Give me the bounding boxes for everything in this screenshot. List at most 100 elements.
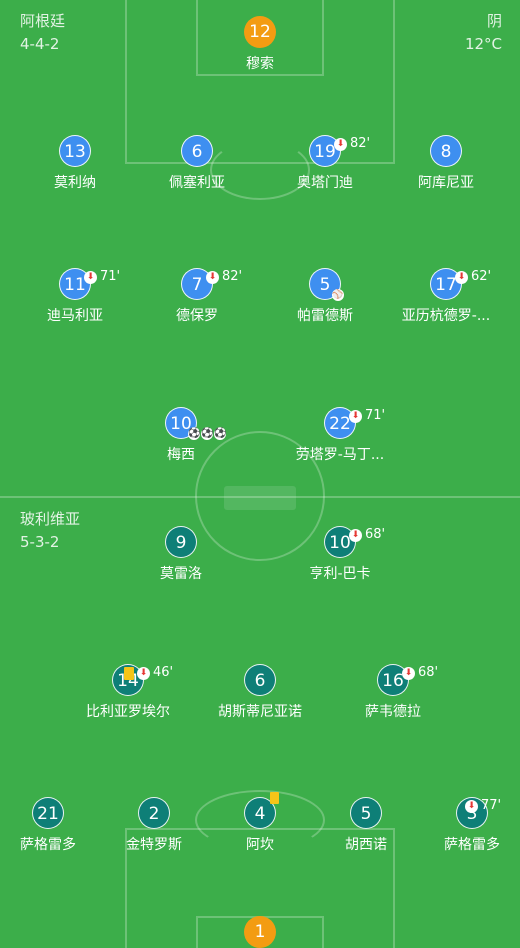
player-number: 17 ⬇62' [430, 268, 491, 300]
player-home-defender[interactable]: 8 阿库尼亚 [386, 135, 506, 192]
player-name: 迪马利亚 [47, 308, 103, 324]
center-circle [195, 431, 325, 561]
player-name: 胡斯蒂尼亚诺 [218, 704, 302, 720]
player-name: 梅西 [167, 447, 195, 463]
player-away-midfielder[interactable]: 16 ⬇68' 萨韦德拉 [333, 664, 453, 721]
substitution-badge: ⬇71' [349, 400, 385, 432]
arrow-down-icon: ⬇ [455, 270, 468, 284]
player-number: 12 [244, 16, 276, 48]
substitution-badge: ⬇62' [455, 261, 491, 293]
player-home-forward[interactable]: 22 ⬇71' 劳塔罗-马丁... [280, 407, 400, 464]
player-number: 11 ⬇71' [59, 268, 120, 300]
player-name: 阿坎 [246, 837, 274, 853]
player-name: 比利亚罗埃尔 [86, 704, 170, 720]
yellow-card-icon [270, 792, 279, 804]
assist-icon: ⚾ [332, 289, 344, 301]
player-name: 劳塔罗-马丁... [295, 447, 385, 463]
player-away-defender[interactable]: 4 阿坎 [200, 792, 320, 854]
player-number: 10 ⬇68' [324, 526, 385, 558]
arrow-down-icon: ⬇ [465, 799, 478, 813]
player-home-midfielder[interactable]: 17 ⬇62' 亚历杭德罗-... [386, 268, 506, 325]
player-home-midfielder[interactable]: 7 ⬇82' 德保罗 [137, 268, 257, 325]
arrow-down-icon: ⬇ [206, 270, 219, 284]
substitution-badge: ⬇46' [124, 657, 173, 689]
substitution-badge: ⬇71' [84, 261, 120, 293]
player-number: 2 [138, 797, 170, 829]
substitution-minute: 68' [418, 665, 439, 680]
player-name: 金特罗斯 [126, 837, 182, 853]
arrow-down-icon: ⬇ [402, 666, 415, 680]
player-away-defender[interactable]: 21 萨格雷多 [0, 797, 108, 854]
player-away-forward[interactable]: 10 ⬇68' 亨利-巴卡 [280, 526, 400, 583]
player-number: 10 ⚽ ⚽ ⚽ [165, 407, 226, 440]
player-number: 1 [244, 916, 276, 948]
player-away-defender[interactable]: 5 胡西诺 [306, 797, 426, 854]
substitution-minute: 71' [100, 269, 121, 284]
player-away-goalkeeper[interactable]: 1 [200, 916, 320, 948]
substitution-minute: 68' [365, 527, 386, 542]
player-away-midfielder[interactable]: 14 ⬇46' 比利亚罗埃尔 [68, 664, 188, 721]
weather-condition: 阴 [486, 12, 502, 30]
player-name: 阿库尼亚 [418, 175, 474, 191]
substitution-badge: ⬇82' [206, 261, 242, 293]
away-team-name: 玻利维亚 [20, 510, 81, 528]
player-number: 4 [244, 792, 279, 829]
arrow-down-icon: ⬇ [84, 270, 97, 284]
player-number: 5 ⚾ [309, 268, 344, 301]
player-home-midfielder[interactable]: 5 ⚾ 帕雷德斯 [265, 268, 385, 325]
away-team-info: 玻利维亚 5-3-2 [20, 508, 80, 554]
player-home-forward[interactable]: 10 ⚽ ⚽ ⚽ 梅西 [121, 407, 241, 464]
goals-badge: ⚽ ⚽ ⚽ [188, 428, 226, 440]
player-home-defender[interactable]: 6 佩塞利亚 [137, 135, 257, 192]
substitution-badge: ⬇68' [349, 519, 385, 551]
player-name: 莫利纳 [54, 175, 96, 191]
substitution-badge: ⬇77' [465, 790, 501, 822]
player-name: 佩塞利亚 [169, 175, 225, 191]
substitution-minute: 82' [222, 269, 243, 284]
substitution-minute: 82' [350, 136, 371, 151]
arrow-down-icon: ⬇ [349, 528, 362, 542]
player-name: 亚历杭德罗-... [401, 308, 491, 324]
bottom-penalty-area [125, 828, 395, 948]
away-formation: 5-3-2 [20, 533, 60, 551]
substitution-minute: 77' [481, 798, 502, 813]
player-name: 帕雷德斯 [297, 308, 353, 324]
center-logo [224, 486, 296, 510]
player-number: 5 [350, 797, 382, 829]
player-number: 19 ⬇82' [309, 135, 370, 167]
substitution-badge: ⬇68' [402, 657, 438, 689]
player-away-forward[interactable]: 9 莫雷洛 [121, 526, 241, 583]
player-number: 21 [32, 797, 64, 829]
player-name: 德保罗 [176, 308, 218, 324]
arrow-down-icon: ⬇ [334, 137, 347, 151]
player-home-goalkeeper[interactable]: 12 穆索 [200, 16, 320, 73]
player-number: 9 [165, 526, 197, 558]
weather-info: 阴 12°C [465, 10, 502, 56]
player-away-defender[interactable]: 2 金特罗斯 [94, 797, 214, 854]
player-name: 萨格雷多 [20, 837, 76, 853]
home-team-name: 阿根廷 [20, 12, 66, 30]
player-number: 6 [181, 135, 213, 167]
player-home-midfielder[interactable]: 11 ⬇71' 迪马利亚 [15, 268, 135, 325]
player-number: 16 ⬇68' [377, 664, 438, 696]
player-away-midfielder[interactable]: 6 胡斯蒂尼亚诺 [200, 664, 320, 721]
player-number: 8 [430, 135, 462, 167]
player-name: 胡西诺 [345, 837, 387, 853]
player-away-defender[interactable]: 3 ⬇77' 萨格雷多 [412, 797, 520, 854]
player-number: 14 ⬇46' [112, 664, 173, 696]
arrow-down-icon: ⬇ [349, 409, 362, 423]
player-name: 奥塔门迪 [297, 175, 353, 191]
home-team-info: 阿根廷 4-4-2 [20, 10, 65, 56]
temperature: 12°C [464, 35, 502, 53]
player-number: 22 ⬇71' [324, 407, 385, 439]
home-formation: 4-4-2 [20, 35, 60, 53]
yellow-card-icon [124, 666, 134, 680]
substitution-minute: 62' [471, 269, 492, 284]
player-home-defender[interactable]: 19 ⬇82' 奥塔门迪 [265, 135, 385, 192]
player-home-defender[interactable]: 13 莫利纳 [15, 135, 135, 192]
player-number: 6 [244, 664, 276, 696]
soccer-ball-icon: ⚽ [188, 428, 201, 440]
player-name: 萨韦德拉 [365, 704, 421, 720]
soccer-ball-icon: ⚽ [201, 428, 214, 440]
